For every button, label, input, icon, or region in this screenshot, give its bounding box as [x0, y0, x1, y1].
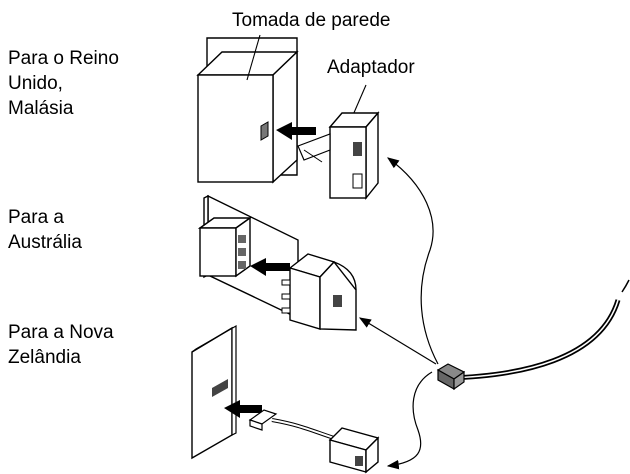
- arrow-to-uk-adapter: [387, 157, 439, 365]
- label-adapter: Adaptador: [327, 57, 415, 78]
- nz-plug: [248, 409, 278, 431]
- arrow-to-au-adapter: [358, 317, 437, 365]
- au-push-arrow: [250, 258, 290, 276]
- adapter-leader: [352, 84, 367, 116]
- arrow-to-nz-adapter: [386, 371, 433, 470]
- nz-wall-plate: [191, 324, 237, 460]
- au-adapter: [281, 253, 357, 331]
- label-new-zealand: Para a Nova Zelândia: [8, 322, 114, 368]
- uk-adapter: [297, 111, 380, 200]
- phone-line-plug: [436, 363, 466, 391]
- label-wall-socket: Tomada de parede: [232, 10, 391, 31]
- wall-socket-leader: [246, 34, 261, 81]
- nz-push-arrow: [224, 400, 262, 418]
- uk-wall-socket: [196, 50, 299, 184]
- label-uk-malaysia: Para o Reino Unido, Malásia: [8, 48, 119, 119]
- label-australia: Para a Austrália: [8, 207, 82, 253]
- nz-adapter: [328, 427, 380, 474]
- uk-push-arrow: [276, 122, 316, 140]
- au-wall-socket: [197, 216, 253, 278]
